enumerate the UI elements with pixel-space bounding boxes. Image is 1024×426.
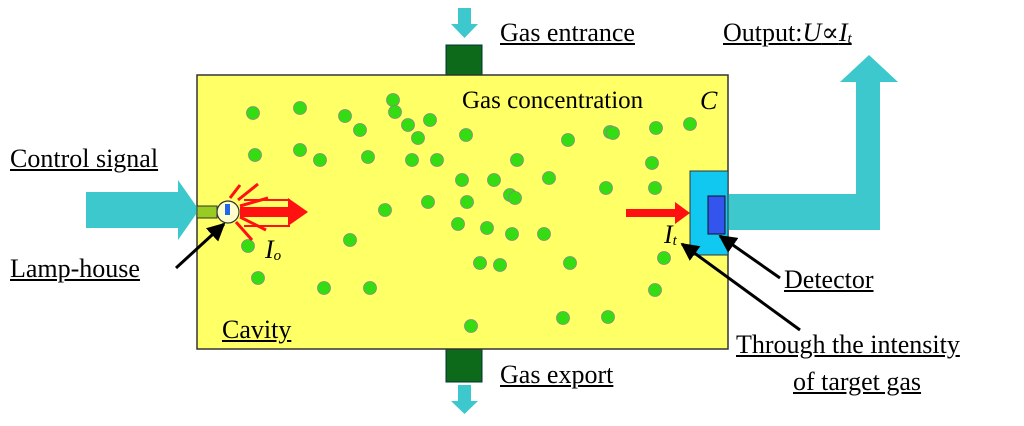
gas-molecule [645, 156, 659, 170]
gas-concentration-label: Gas concentration [462, 87, 644, 114]
gas-molecule [317, 281, 331, 295]
gas-molecule [293, 143, 307, 157]
output-proportional: ∝ [821, 18, 839, 47]
gas-molecule [423, 113, 437, 127]
output-i-sub: t [847, 31, 852, 47]
through-intensity-label-2: of target gas [793, 367, 922, 396]
cavity-label: Cavity [222, 315, 292, 344]
it-main: I [664, 220, 673, 249]
gas-molecule [563, 256, 577, 270]
control-signal-arrow [86, 180, 199, 240]
lamp-light-rays [228, 182, 290, 241]
detector-pointer [718, 234, 781, 280]
detector-label: Detector [784, 265, 874, 294]
gas-molecule [361, 150, 375, 164]
i0-sub: o [273, 248, 282, 264]
gas-molecule [599, 181, 613, 195]
gas-molecule [460, 195, 474, 209]
concentration-symbol: C [700, 86, 718, 115]
gas-molecule [248, 148, 262, 162]
gas-export-port [445, 347, 483, 383]
gas-molecule [556, 311, 570, 325]
detector-sensor [707, 195, 726, 235]
it-label: It [664, 222, 677, 249]
gas-entrance-port [445, 44, 483, 76]
through-intensity-label-1: Through the intensity [736, 330, 960, 359]
gas-molecule [606, 126, 620, 140]
gas-molecule [508, 191, 522, 205]
gas-molecule [388, 105, 402, 119]
gas-molecule [293, 101, 307, 115]
gas-molecule [657, 251, 671, 265]
gas-export-label: Gas export [500, 360, 614, 389]
gas-molecule [378, 203, 392, 217]
gas-molecule [246, 106, 260, 120]
gas-molecule [601, 310, 615, 324]
output-prefix: Output: [723, 18, 803, 47]
output-arrow [728, 55, 898, 230]
gas-molecule [405, 153, 419, 167]
gas-molecule [313, 153, 327, 167]
lamp-house-label: Lamp-house [10, 254, 140, 283]
gas-molecule [537, 227, 551, 241]
incident-light-arrow [240, 198, 308, 226]
gas-molecule [343, 233, 357, 247]
gas-molecule [459, 128, 473, 142]
gas-molecule [241, 239, 255, 253]
it-sub: t [672, 233, 677, 249]
gas-molecule [386, 93, 400, 107]
gas-molecule [505, 227, 519, 241]
gas-molecule [649, 121, 663, 135]
lamp-house-pointer [174, 222, 226, 270]
gas-molecule [510, 153, 524, 167]
gas-molecule [493, 258, 507, 272]
output-label: Output:U∝It [723, 20, 852, 47]
through-intensity-pointer [680, 242, 801, 332]
gas-molecule [455, 173, 469, 187]
gas-entrance-arrow [451, 8, 478, 38]
gas-molecule [487, 173, 501, 187]
gas-molecule [648, 283, 662, 297]
i0-main: I [265, 235, 274, 264]
gas-export-arrow [451, 385, 478, 414]
control-signal-label: Control signal [10, 144, 159, 173]
gas-molecule [464, 319, 478, 333]
gas-molecule [338, 109, 352, 123]
gas-molecule [401, 118, 415, 132]
gas-molecule [421, 195, 435, 209]
gas-molecule [353, 123, 367, 137]
gas-molecule [542, 171, 556, 185]
output-i: I [838, 18, 848, 47]
gas-molecule [683, 117, 697, 131]
gas-molecule [363, 281, 377, 295]
i0-label: Io [265, 237, 281, 264]
lamp-connector [196, 205, 218, 219]
transmitted-light-arrow [626, 202, 690, 224]
output-u: U [802, 18, 822, 47]
gas-molecule [473, 256, 487, 270]
gas-molecule [251, 271, 265, 285]
gas-molecule [451, 217, 465, 231]
gas-molecule [480, 221, 494, 235]
gas-molecule [430, 153, 444, 167]
lamp-filament [225, 204, 230, 215]
gas-entrance-label: Gas entrance [500, 18, 635, 47]
gas-molecules [241, 93, 697, 333]
gas-molecule [648, 181, 662, 195]
gas-molecule [561, 133, 575, 147]
gas-molecule [411, 131, 425, 145]
